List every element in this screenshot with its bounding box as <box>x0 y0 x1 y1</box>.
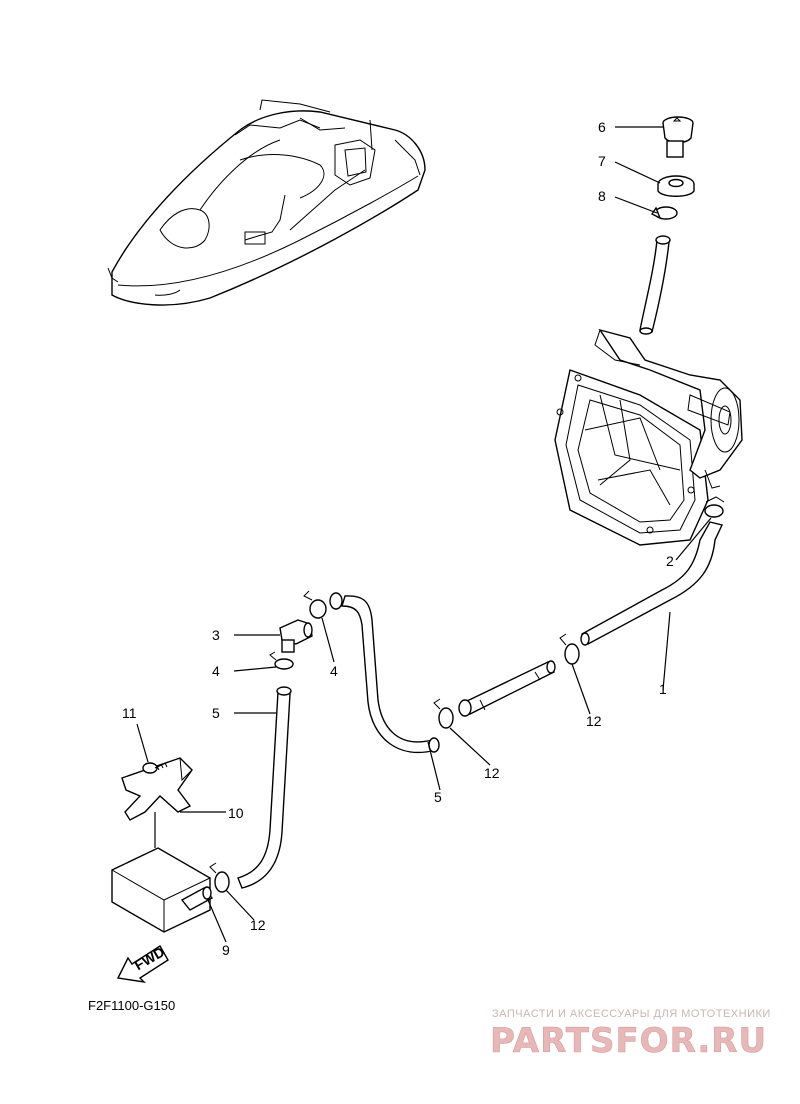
callout-12-middle: 12 <box>484 765 500 781</box>
callout-1: 1 <box>659 681 667 697</box>
part-6-cap <box>662 116 694 158</box>
watermark: ЗАПЧАСТИ И АКСЕССУАРЫ ДЛЯ МОТОТЕХНИКИ PA… <box>490 1008 771 1061</box>
part-5-hose-right <box>329 592 440 754</box>
callout-2: 2 <box>666 553 674 569</box>
callout-12-left: 12 <box>250 917 266 933</box>
part-2-clamp <box>704 496 725 518</box>
callout-12-right: 12 <box>586 713 602 729</box>
watermark-tagline: ЗАПЧАСТИ И АКСЕССУАРЫ ДЛЯ МОТОТЕХНИКИ <box>492 1008 771 1020</box>
part-7-grommet <box>657 175 695 197</box>
callout-5-left: 5 <box>212 705 220 721</box>
diagram-code: F2F1100-G150 <box>88 998 175 1013</box>
watermark-brand: PARTSFOR.RU <box>490 1021 767 1061</box>
part-5-hose-left <box>237 686 292 889</box>
callout-11: 11 <box>122 705 137 721</box>
fwd-arrow-icon: FWD <box>116 943 169 984</box>
callout-3: 3 <box>212 627 220 643</box>
upper-hose <box>639 235 671 335</box>
part-12-clamp-middle <box>433 698 454 729</box>
part-1-hose <box>580 521 723 646</box>
part-3-elbow <box>279 619 313 653</box>
part-4-clamp-left <box>269 651 294 670</box>
callout-10: 10 <box>228 805 244 821</box>
callout-8: 8 <box>598 188 606 204</box>
part-12-clamp-left <box>209 862 230 893</box>
callout-6: 6 <box>598 119 606 135</box>
part-4-clamp-right <box>303 590 327 619</box>
part-10-bracket <box>121 757 193 821</box>
middle-fitting <box>458 660 556 717</box>
callout-4-left: 4 <box>212 663 220 679</box>
part-12-clamp-right <box>559 633 580 665</box>
part-11-screw <box>142 761 169 774</box>
callout-7: 7 <box>598 153 606 169</box>
part-8-clip <box>650 206 678 220</box>
callouts: 6 7 8 2 1 12 12 5 3 4 4 5 11 10 12 9 <box>122 119 674 958</box>
leader-lines <box>136 126 712 943</box>
part-9-box <box>111 847 214 933</box>
callout-5-right: 5 <box>434 789 442 805</box>
jet-pump-housing <box>554 328 743 546</box>
callout-9: 9 <box>222 942 230 958</box>
callout-4-right: 4 <box>330 663 338 679</box>
watercraft-illustration <box>107 99 426 306</box>
